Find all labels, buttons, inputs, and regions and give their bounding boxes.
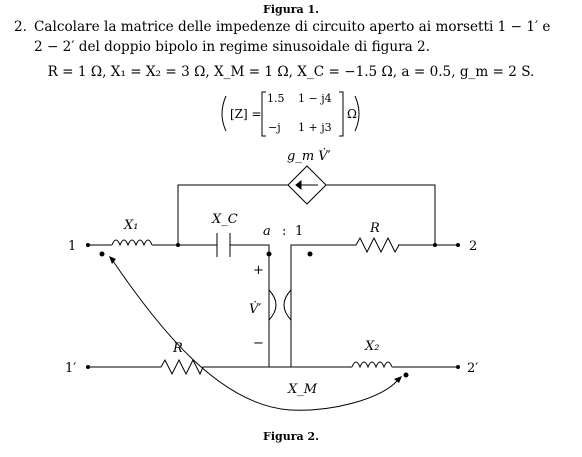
parameters-line: R = 1 Ω, X₁ = X₂ = 3 Ω, X_M = 1 Ω, X_C =… <box>47 64 535 80</box>
problem-line-2: 2 − 2′ del doppio bipolo in regime sinus… <box>34 39 431 55</box>
label-xc: X_C <box>211 212 238 227</box>
matrix-left-bracket <box>261 91 266 137</box>
mutual-coupling-arrow <box>112 260 399 411</box>
label-x1: X₁ <box>123 218 138 233</box>
problem-number: 2. <box>14 19 27 35</box>
port-1p-label: 1′ <box>65 361 76 376</box>
label-plus: + <box>253 263 264 278</box>
resistor-r-top <box>352 236 403 254</box>
controlled-current-source <box>287 165 327 205</box>
wire-transformer-r <box>290 244 352 367</box>
arrowhead-left <box>109 256 116 264</box>
polarity-dot-primary <box>266 251 272 257</box>
matrix-z12: 1 − j4 <box>298 92 332 105</box>
transformer-primary <box>268 289 277 321</box>
figure-1-caption: Figura 1. <box>263 3 319 16</box>
figure-2-caption: Figura 2. <box>263 430 319 443</box>
polarity-dot-x1 <box>99 251 105 257</box>
inductor-x1 <box>111 239 153 247</box>
matrix-unit: Ω <box>347 107 357 121</box>
label-x2: X₂ <box>364 339 379 354</box>
label-ratio-one: 1 <box>295 224 303 239</box>
capacitor-xc <box>216 233 231 257</box>
label-ratio-colon: : <box>282 224 286 239</box>
source-label: g_m V̇′ <box>287 148 331 164</box>
matrix-right-bracket <box>339 91 344 137</box>
inductor-x2 <box>351 361 393 369</box>
port-1-label: 1 <box>68 239 76 254</box>
left-brace <box>221 95 227 132</box>
matrix-z22: 1 + j3 <box>298 121 332 134</box>
arrowhead-right <box>394 376 402 383</box>
right-brace <box>354 95 360 132</box>
label-r-top: R <box>369 221 380 236</box>
transformer-secondary <box>283 289 292 321</box>
polarity-dot-x2 <box>403 372 409 378</box>
label-ratio-a: a <box>263 224 271 239</box>
label-r-bottom: R <box>172 341 183 356</box>
wire-xc-transformer <box>230 244 270 367</box>
port-2-label: 2 <box>469 239 477 254</box>
wire-top-left <box>177 184 288 245</box>
wire-top-right <box>326 184 436 245</box>
matrix-z21: −j <box>268 121 281 134</box>
port-2p-label: 2′ <box>467 361 478 376</box>
problem-line-1: Calcolare la matrice delle impedenze di … <box>34 19 551 35</box>
label-xm: X_M <box>287 382 318 397</box>
polarity-dot-secondary <box>307 251 313 257</box>
label-minus: − <box>253 336 264 351</box>
problem-statement: 2. Calcolare la matrice delle impedenze … <box>14 17 574 57</box>
nodes <box>86 243 460 378</box>
impedance-matrix: [Z] = 1.5 1 − j4 −j 1 + j3 Ω <box>221 91 360 137</box>
matrix-lhs: [Z] = <box>230 107 262 121</box>
matrix-z11: 1.5 <box>267 92 285 105</box>
resistor-r-bottom <box>158 358 206 376</box>
label-v-prime: V̇′ <box>249 301 261 317</box>
